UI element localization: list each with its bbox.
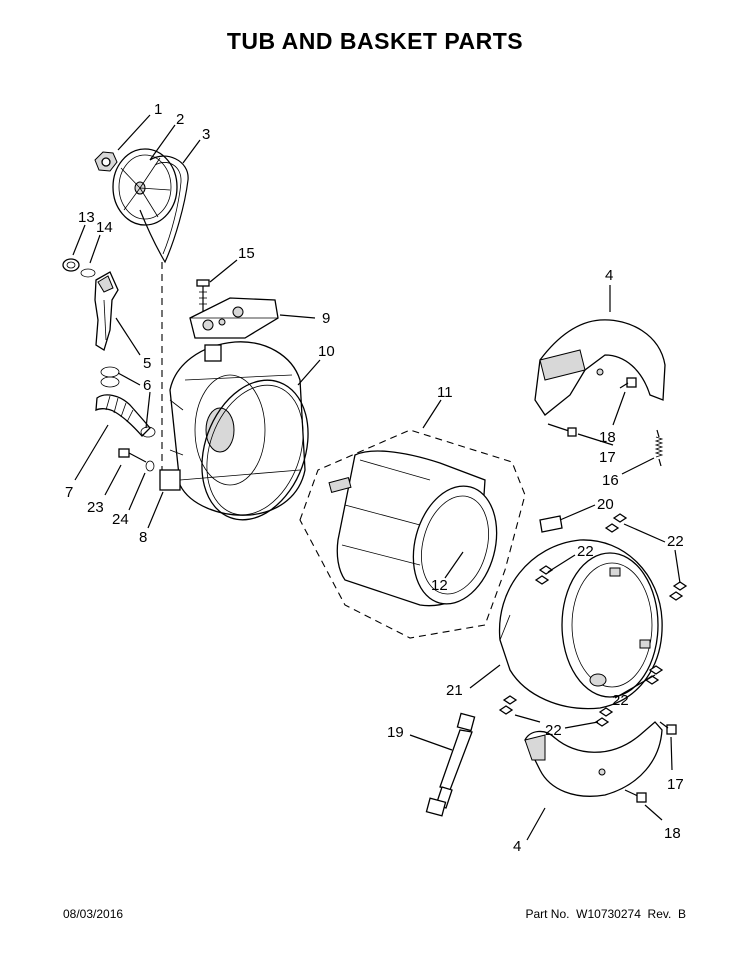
- footer-part-number: Part No. W10730274 Rev. B: [525, 907, 686, 921]
- clip-22-f: [594, 707, 614, 727]
- basket-assembly: [299, 429, 526, 639]
- vent-hose: [94, 271, 119, 352]
- leader-lines: [72, 114, 681, 841]
- callout-22-left: 22: [577, 543, 594, 560]
- footer-date: 08/03/2016: [63, 907, 124, 921]
- callout-2: 2: [176, 111, 184, 128]
- drive-pulley: [112, 148, 178, 226]
- callout-10: 10: [318, 343, 335, 360]
- callout-11: 11: [437, 384, 453, 401]
- screw-23: [118, 448, 147, 463]
- callout-numbers: 1 2 3 13 14 15 9 5 10 6 7 23 24 8 11 12 …: [65, 101, 684, 855]
- callout-22-lower-right: 22: [612, 692, 629, 709]
- callout-24: 24: [112, 511, 129, 528]
- screw-17-lower: [659, 721, 677, 735]
- callout-1: 1: [154, 101, 162, 118]
- seal-ring: [80, 268, 96, 278]
- clip-22-e: [498, 695, 518, 715]
- front-tub: [498, 539, 663, 710]
- hose-clamp-small: [62, 258, 80, 272]
- bolt-18-upper: [619, 377, 637, 389]
- counterweight-top: [189, 297, 279, 339]
- callout-8: 8: [139, 529, 147, 546]
- callout-15: 15: [238, 245, 255, 262]
- screw-17-upper: [547, 423, 577, 437]
- tub-to-pump-hose: [95, 394, 151, 437]
- drive-belt: [139, 155, 189, 264]
- tub-bracket: [539, 515, 563, 533]
- page-title: TUB AND BASKET PARTS: [226, 28, 524, 54]
- suspension-spring: [654, 429, 664, 467]
- callout-6: 6: [143, 377, 151, 394]
- callout-17-upper: 17: [599, 449, 616, 466]
- callout-14: 14: [96, 219, 113, 236]
- bolt-18-lower: [624, 789, 647, 803]
- callout-18-upper: 18: [599, 429, 616, 446]
- callout-3: 3: [202, 126, 210, 143]
- callout-22-lower: 22: [545, 722, 562, 739]
- callout-18-lower: 18: [664, 825, 681, 842]
- pulley-nut: [94, 151, 118, 172]
- clip-22-a: [604, 513, 628, 533]
- clip-22-c: [668, 581, 688, 601]
- callout-20: 20: [597, 496, 614, 513]
- callout-4-upper: 4: [605, 267, 613, 284]
- callout-12: 12: [431, 577, 448, 594]
- rear-tub: [159, 341, 306, 516]
- counterweight-upper-right: [534, 319, 666, 416]
- callout-17-lower: 17: [667, 776, 684, 793]
- washer-24: [145, 460, 155, 472]
- callout-23: 23: [87, 499, 104, 516]
- counterweight-lower: [524, 721, 663, 797]
- callout-13: 13: [78, 209, 95, 226]
- shock-damper: [425, 712, 476, 817]
- screw-15: [196, 279, 210, 312]
- tub-seal-gasket: [201, 379, 309, 521]
- callout-7: 7: [65, 484, 73, 501]
- hose-clamp-large: [100, 366, 120, 388]
- callout-16: 16: [602, 472, 619, 489]
- callout-5: 5: [143, 355, 151, 372]
- callout-4-lower: 4: [513, 838, 521, 855]
- callout-22-right: 22: [667, 533, 684, 550]
- hose-clamp-lower: [140, 426, 156, 438]
- callout-9: 9: [322, 310, 330, 327]
- callout-21: 21: [446, 682, 463, 699]
- callout-19: 19: [387, 724, 404, 741]
